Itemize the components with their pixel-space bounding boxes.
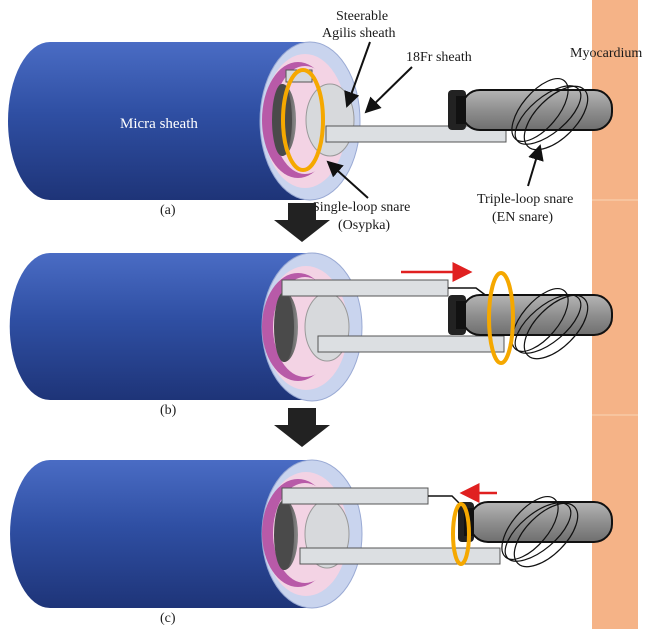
label-single-loop-1: Single-loop snare [312, 200, 410, 215]
triple-loop-snare [511, 78, 589, 151]
step-arrow-b-c [274, 408, 330, 447]
upper-sheath-c [281, 487, 429, 505]
pointer-agilis [344, 41, 371, 108]
triple-loop-snare-c [501, 496, 579, 568]
lower-sheath-c [299, 547, 501, 565]
lower-sheath-b [317, 335, 505, 353]
label-myocardium: Myocardium [570, 46, 642, 61]
label-steerable-2: Agilis sheath [322, 26, 396, 41]
label-single-loop-2: (Osypka) [338, 218, 390, 233]
panel-label-b: (b) [160, 403, 177, 418]
panel-label-a: (a) [160, 203, 176, 218]
single-loop-snare [281, 68, 325, 172]
micra-device-b [448, 294, 613, 336]
pointer-18fr [364, 66, 413, 114]
panel-b: (b) [9, 252, 613, 447]
label-steerable-1: Steerable [336, 9, 388, 24]
label-triple-loop-2: (EN snare) [492, 210, 553, 225]
upper-sheath-b [281, 279, 449, 297]
pointer-triple-loop [527, 144, 544, 187]
label-18fr-sheath: 18Fr sheath [406, 50, 472, 65]
triple-loop-snare-b [511, 288, 589, 360]
panel-a: Micra sheath Steerable Agilis sheath 18F… [8, 9, 642, 242]
step-arrow-a-b [274, 203, 330, 242]
single-loop-snare-c [451, 502, 471, 566]
micra-sheath-tube [9, 252, 363, 402]
panel-c: (c) [10, 459, 613, 626]
label-triple-loop-1: Triple-loop snare [477, 192, 573, 207]
single-loop-snare-b [487, 271, 515, 365]
label-micra-sheath: Micra sheath [120, 116, 198, 132]
micra-sheath-tube [10, 459, 363, 609]
pointer-single-loop [326, 160, 369, 199]
panel-label-c: (c) [160, 611, 176, 626]
micra-device-c [458, 501, 613, 543]
